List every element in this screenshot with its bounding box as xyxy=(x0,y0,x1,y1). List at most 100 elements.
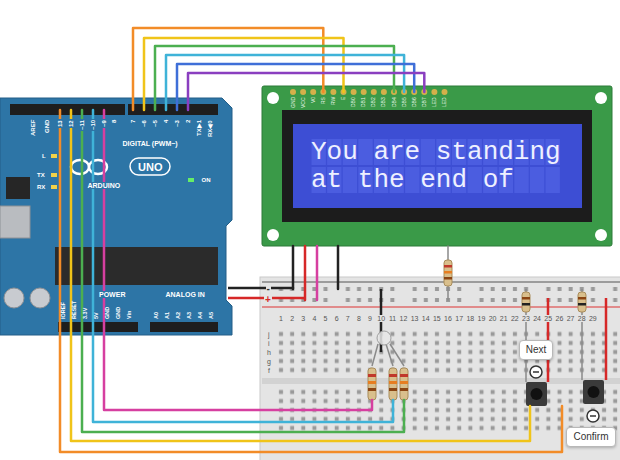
lcd-pin-label: DB6 xyxy=(412,97,417,107)
lcd-pin-label: DB2 xyxy=(371,97,376,107)
column-number: 10 xyxy=(376,315,386,322)
column-number: 3 xyxy=(300,315,306,322)
column-number: 15 xyxy=(432,315,442,322)
lcd-pin-label: DB1 xyxy=(361,97,366,107)
signal-wires xyxy=(60,28,562,452)
row-letter: h xyxy=(266,349,272,356)
pin-label: GND xyxy=(116,306,122,320)
column-number: 23 xyxy=(521,315,531,322)
pin-label: A3 xyxy=(187,311,193,320)
pin-label: Vin xyxy=(127,310,133,320)
pin-label: ~5 xyxy=(152,119,158,128)
column-number: 27 xyxy=(566,315,576,322)
ground-wire xyxy=(228,287,293,290)
lcd-pin-label: DB4 xyxy=(392,97,397,107)
tooltip: Confirm xyxy=(566,427,615,447)
lcd-pin-label: DB3 xyxy=(381,97,386,107)
lcd-pin-label: RW xyxy=(331,97,336,105)
header-label: DIGITAL (PWM~) xyxy=(122,140,179,147)
pin-label: A0 xyxy=(154,311,160,320)
led-label: RX xyxy=(36,184,46,190)
column-number: 25 xyxy=(543,315,553,322)
tooltip: Next xyxy=(519,340,554,360)
pin-label: A1 xyxy=(165,311,171,320)
column-number: 20 xyxy=(488,315,498,322)
pin-label: TX▶1 xyxy=(196,119,202,137)
column-number: 19 xyxy=(477,315,487,322)
lcd-cell xyxy=(514,167,528,193)
pin-label: 12 xyxy=(68,119,74,128)
pin-label: RX◀0 xyxy=(207,119,213,138)
column-number: 13 xyxy=(410,315,420,322)
minus-icon xyxy=(530,366,599,422)
pin-label: 7 xyxy=(130,119,136,124)
pin-label: IOREF xyxy=(61,301,67,320)
pin-label: GND xyxy=(105,306,111,320)
pin-label: ~10 xyxy=(90,119,96,131)
pin-label: GND xyxy=(44,119,50,134)
rail-label: + xyxy=(264,295,272,305)
brand-label: ARDUINO xyxy=(87,182,122,189)
column-number: 14 xyxy=(421,315,431,322)
pin-label: A4 xyxy=(198,311,204,320)
pin-label: ~3 xyxy=(174,119,180,128)
column-number: 16 xyxy=(443,315,453,322)
column-number: 18 xyxy=(465,315,475,322)
led-label: L xyxy=(41,153,47,159)
tooltip-text: Next xyxy=(526,344,547,356)
lcd-pin-label: VCC xyxy=(301,97,306,108)
lcd-cell xyxy=(530,167,544,193)
header-label: POWER xyxy=(98,291,126,298)
pin-label: A2 xyxy=(176,311,182,320)
lcd-pin-label: DB0 xyxy=(351,97,356,107)
column-number: 4 xyxy=(311,315,317,322)
led-label: ON xyxy=(201,177,212,183)
tooltip-text: Confirm xyxy=(573,431,608,443)
column-number: 8 xyxy=(356,315,362,322)
lcd-cell xyxy=(546,167,560,193)
led-label: TX xyxy=(36,172,46,178)
row-letter: j xyxy=(267,331,271,338)
rail-label: - xyxy=(266,284,271,294)
lcd-pin-label: GND xyxy=(291,97,296,108)
pin-label: ~11 xyxy=(79,119,85,131)
pin-label: AREF xyxy=(30,119,36,137)
pin-label: 3.3V xyxy=(83,307,89,320)
lcd-pin-label: DB5 xyxy=(402,97,407,107)
column-number: 2 xyxy=(289,315,295,322)
column-number: 26 xyxy=(555,315,565,322)
lcd-pin-label: RS xyxy=(321,97,326,104)
column-number: 17 xyxy=(454,315,464,322)
row-letter: g xyxy=(266,358,272,365)
column-number: 29 xyxy=(588,315,598,322)
lcd-pin-label: V0 xyxy=(311,97,316,103)
pin-label: ~6 xyxy=(141,119,147,128)
column-number: 9 xyxy=(367,315,373,322)
arduino-board xyxy=(0,98,232,335)
resistor-symbol xyxy=(368,368,408,400)
lcd-screen: You are standing at the end of xyxy=(293,124,582,208)
lcd-text-area: You are standing at the end of xyxy=(311,138,565,194)
pin-label: RESET xyxy=(72,300,78,320)
column-number: 11 xyxy=(388,315,397,322)
column-number: 28 xyxy=(577,315,587,322)
board-model: UNO xyxy=(138,162,162,173)
pin-label: 8 xyxy=(111,119,117,124)
column-number: 7 xyxy=(345,315,351,322)
pin-label: 4 xyxy=(163,119,169,124)
lcd-pin-label: LED xyxy=(442,97,447,107)
pin-label: 13 xyxy=(57,119,63,128)
column-number: 1 xyxy=(278,315,284,322)
column-number: 12 xyxy=(399,315,409,322)
column-number: 24 xyxy=(532,315,542,322)
column-number: 22 xyxy=(510,315,520,322)
pushbutton xyxy=(522,289,606,406)
pin-label: 5V xyxy=(94,311,100,320)
row-letter: i xyxy=(267,340,271,347)
pin-label: A5 xyxy=(209,311,215,320)
resistor-symbol xyxy=(444,260,452,286)
lcd-module xyxy=(262,86,612,246)
column-number: 6 xyxy=(334,315,340,322)
